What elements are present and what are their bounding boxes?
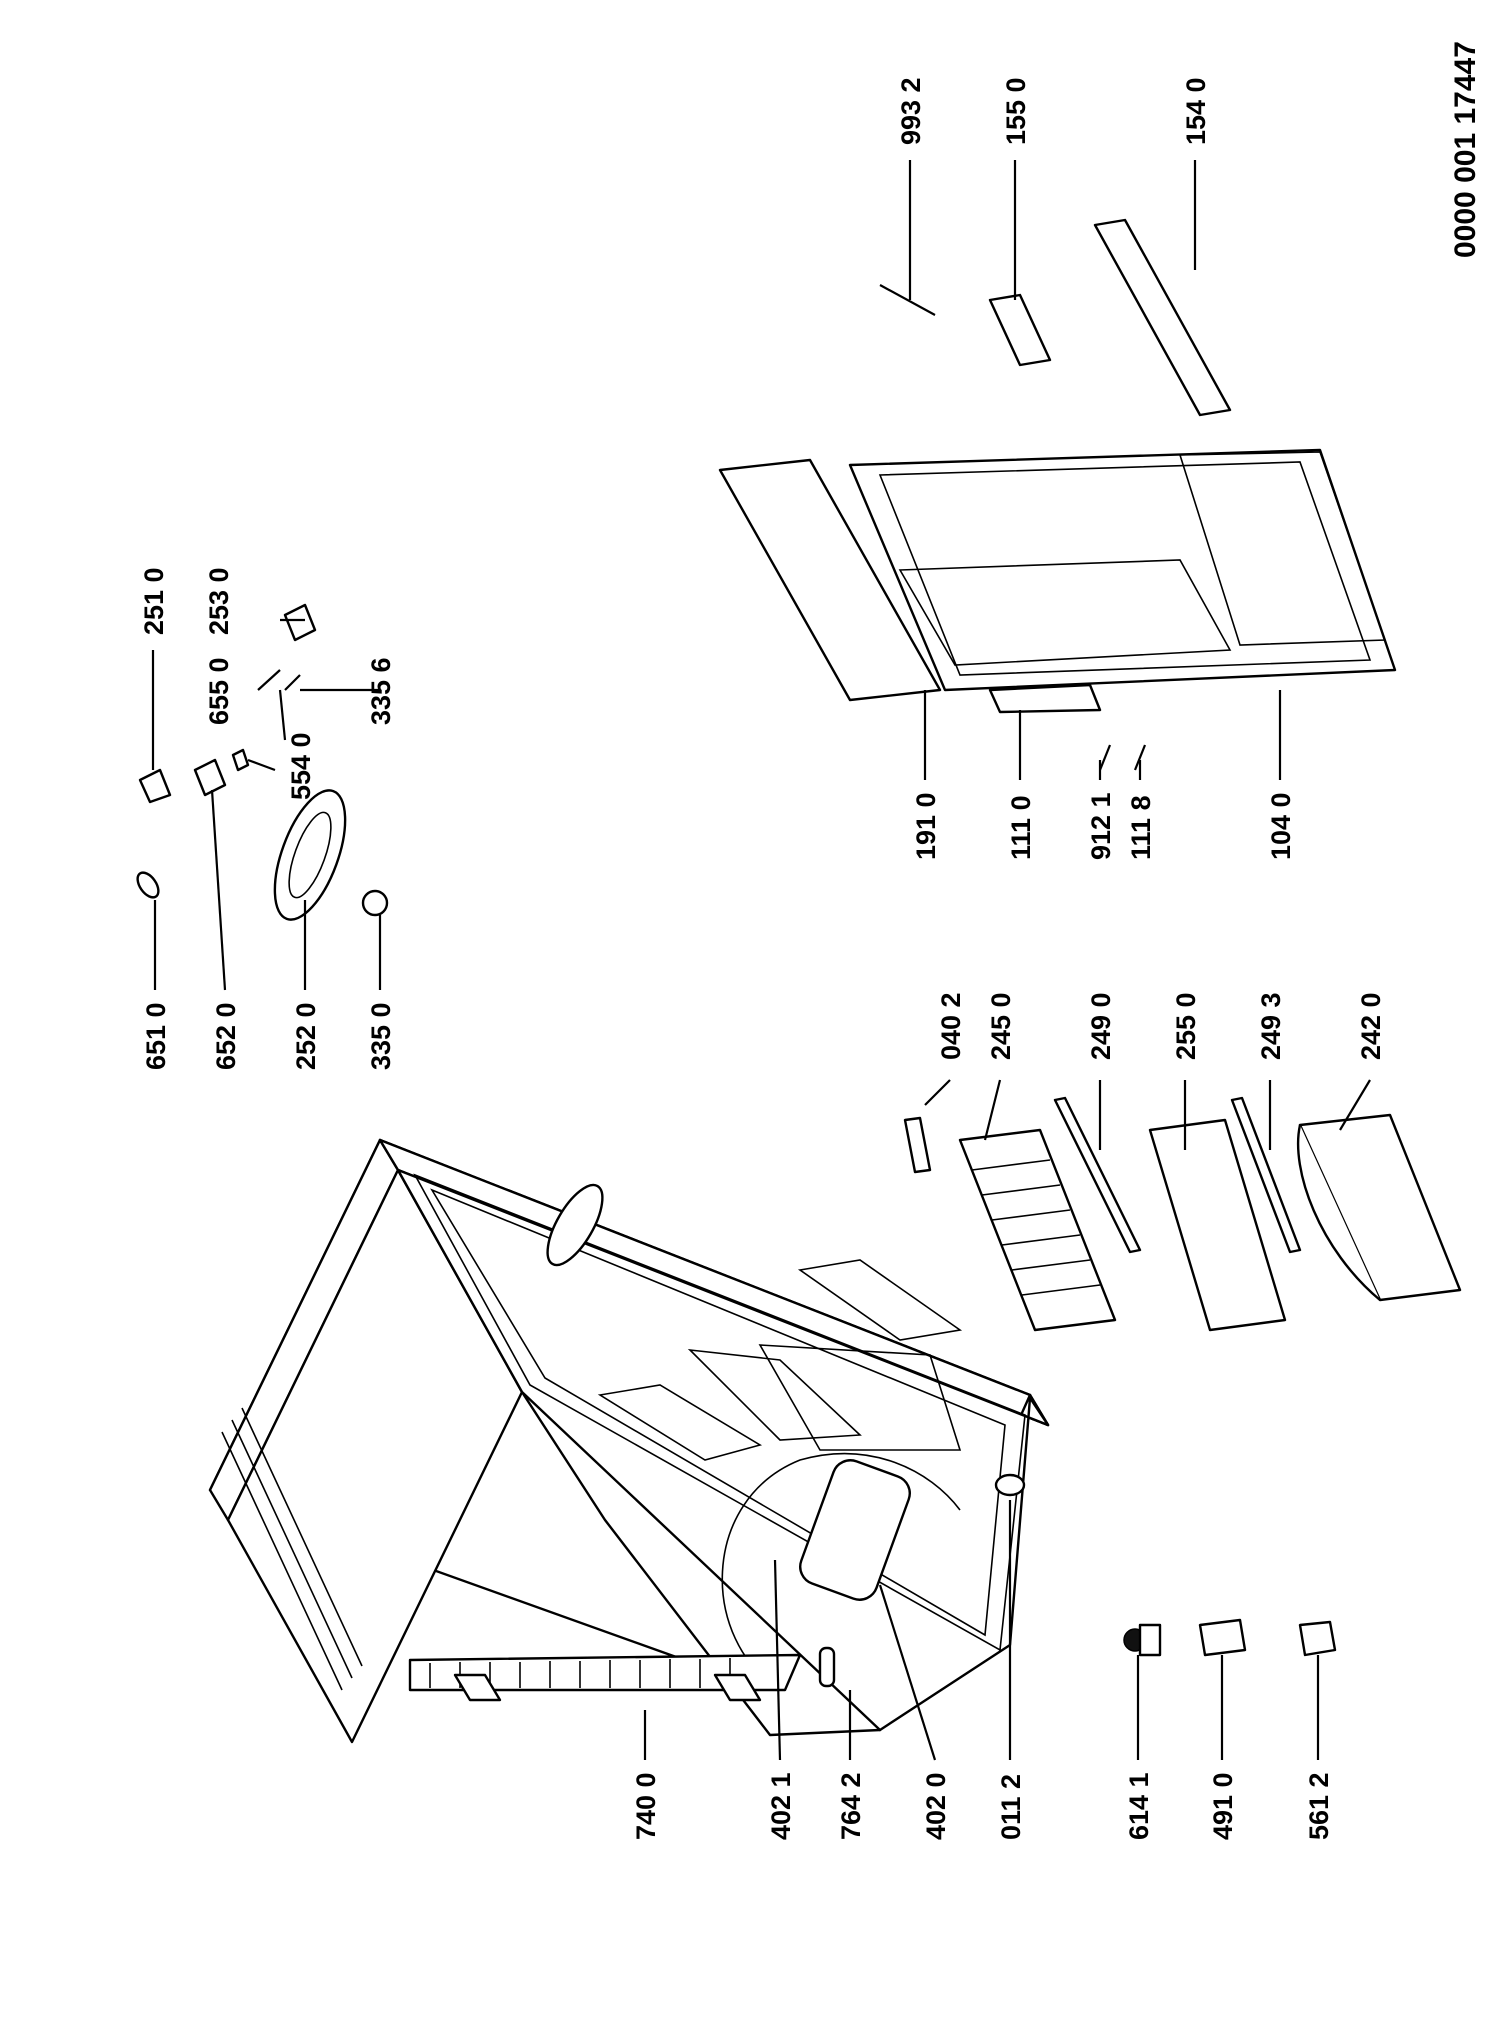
lamp-housing <box>273 789 347 921</box>
label-249-3: 249 3 <box>1256 992 1286 1060</box>
label-249-0: 249 0 <box>1086 992 1116 1060</box>
label-402-1: 402 1 <box>766 1772 796 1840</box>
label-402-0: 402 0 <box>921 1772 951 1840</box>
document-number: 0000 001 17447 <box>1449 41 1482 258</box>
part-554-0 <box>231 748 250 772</box>
label-191-0: 191 0 <box>911 792 941 860</box>
wire-shelf <box>958 1128 1117 1332</box>
crisper-drawer <box>1296 1113 1462 1302</box>
label-993-2: 993 2 <box>896 77 926 145</box>
egg-tray <box>988 293 1052 367</box>
label-554-0: 554 0 <box>286 732 316 800</box>
label-655-0: 655 0 <box>204 657 234 725</box>
label-154-0: 154 0 <box>1181 77 1211 145</box>
knob-part <box>361 889 389 917</box>
label-491-0: 491 0 <box>1208 1772 1238 1840</box>
part-253-0 <box>283 603 317 642</box>
label-040-2: 040 2 <box>936 992 966 1060</box>
part-491-0 <box>1198 1618 1247 1657</box>
part-335-6 <box>284 674 301 691</box>
part-614-1 <box>1123 1623 1162 1657</box>
part-651-0 <box>136 871 160 899</box>
foot-part <box>994 1473 1026 1497</box>
label-251-0: 251 0 <box>139 567 169 635</box>
leader-lines <box>151 160 1371 1761</box>
part-labels: 740 0 402 1 764 2 402 0 011 2 614 1 491 … <box>139 77 1386 1840</box>
part-251-0 <box>138 768 172 804</box>
screw-part <box>879 284 936 316</box>
label-252-0: 252 0 <box>291 1002 321 1070</box>
label-245-0: 245 0 <box>986 992 1016 1060</box>
label-242-0: 242 0 <box>1356 992 1386 1060</box>
glass-shelf <box>1148 1118 1287 1332</box>
door-assembly <box>718 448 1397 771</box>
label-255-0: 255 0 <box>1171 992 1201 1060</box>
label-614-1: 614 1 <box>1124 1772 1154 1840</box>
label-011-2: 011 2 <box>996 1774 1026 1840</box>
door-shelf <box>1093 218 1232 417</box>
part-652-0 <box>193 758 227 797</box>
label-764-2: 764 2 <box>836 1772 866 1840</box>
cabinet <box>208 1138 1050 1744</box>
part-561-2 <box>1298 1620 1337 1657</box>
label-651-0: 651 0 <box>141 1002 171 1070</box>
label-652-0: 652 0 <box>211 1002 241 1070</box>
label-253-0: 253 0 <box>204 567 234 635</box>
label-561-2: 561 2 <box>1304 1772 1334 1840</box>
label-155-0: 155 0 <box>1001 77 1031 145</box>
glass-shelf-trim <box>1230 1096 1302 1254</box>
dryer-part <box>818 1646 836 1688</box>
label-740-0: 740 0 <box>631 1772 661 1840</box>
hinge-part <box>903 1116 932 1174</box>
label-912-1: 912 1 <box>1086 792 1116 860</box>
label-111-0: 111 0 <box>1006 795 1036 860</box>
shelf-trim <box>1053 1096 1142 1254</box>
label-111-8: 111 8 <box>1126 795 1156 860</box>
label-335-6: 335 6 <box>366 657 396 725</box>
label-104-0: 104 0 <box>1266 792 1296 860</box>
part-655-0 <box>257 669 281 691</box>
label-335-0: 335 0 <box>366 1002 396 1070</box>
